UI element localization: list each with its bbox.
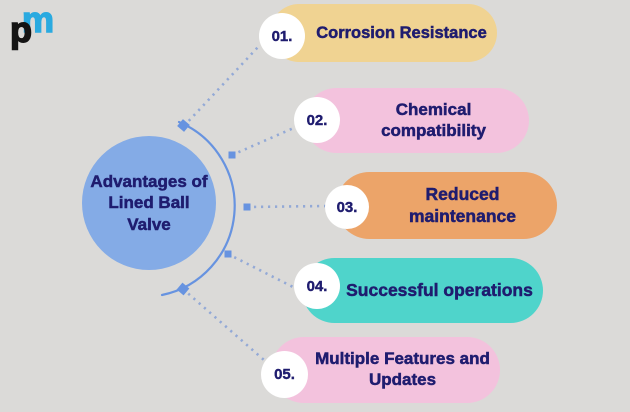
logo-letter-p: p xyxy=(9,9,33,50)
advantage-pill-multiple-features: 05. Multiple Features and Updates xyxy=(261,337,500,403)
number-badge-2-text: 02. xyxy=(306,111,328,129)
number-badge-5: 05. xyxy=(261,351,308,398)
dotted-connector-3 xyxy=(246,204,328,209)
number-badge-1: 01. xyxy=(259,13,305,59)
central-topic-circle: Advantages of Lined Ball Valve xyxy=(82,136,216,270)
advantage-label-5: Multiple Features and Updates xyxy=(315,349,490,389)
advantage-pill-reduced-maintenance: 03. Reduced maintenance xyxy=(325,172,557,239)
dotted-connector-4 xyxy=(227,252,296,290)
arc-node-5 xyxy=(176,282,190,296)
central-topic-title: Advantages of Lined Ball Valve xyxy=(90,172,208,234)
brand-logo: m p xyxy=(9,0,62,58)
number-badge-5-text: 05. xyxy=(274,366,295,383)
number-badge-3-text: 03. xyxy=(336,198,358,216)
arc-node-3 xyxy=(243,203,251,211)
advantage-pill-corrosion-resistance: 01. Corrosion Resistance xyxy=(259,4,497,62)
number-badge-3: 03. xyxy=(325,185,369,229)
advantage-label-2: Chemical compatibility xyxy=(381,99,486,140)
number-badge-4: 04. xyxy=(294,263,340,309)
arc-node-2 xyxy=(228,151,236,159)
dotted-connector-2 xyxy=(231,125,297,157)
advantage-pill-chemical-compatibility: 02. Chemical compatibility xyxy=(294,88,529,153)
number-badge-4-text: 04. xyxy=(306,277,328,295)
advantage-pill-successful-operations: 04. Successful operations xyxy=(294,258,543,323)
dotted-connector-1 xyxy=(183,45,260,127)
arc-node-4 xyxy=(224,250,232,258)
arc-node-1 xyxy=(177,119,190,132)
advantage-label-3: Reduced maintenance xyxy=(409,184,516,226)
number-badge-2: 02. xyxy=(294,97,340,143)
dotted-connector-5 xyxy=(182,288,265,361)
advantage-label-4: Successful operations xyxy=(346,279,533,301)
number-badge-1-text: 01. xyxy=(271,27,293,45)
advantage-label-1: Corrosion Resistance xyxy=(316,23,487,43)
logo-letter-m: m xyxy=(21,0,55,40)
